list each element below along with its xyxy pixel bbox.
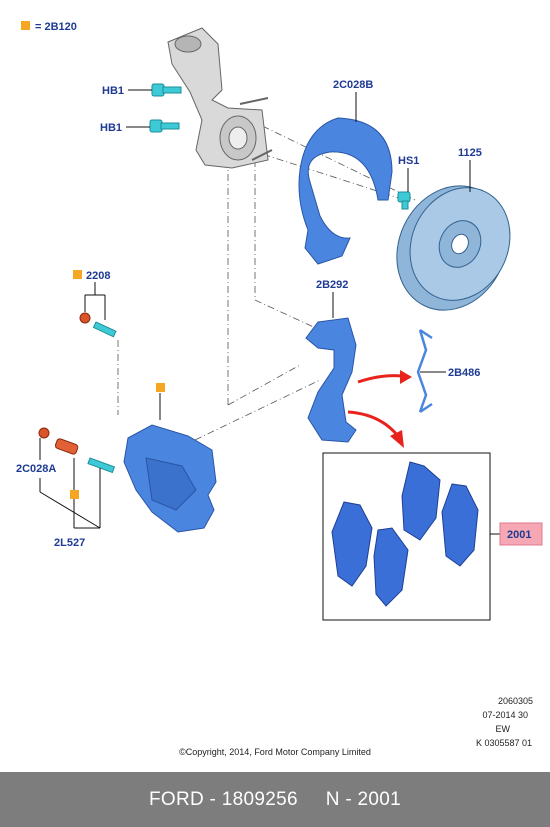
callout-disc: 1125 (458, 147, 482, 159)
brake-pad-set (331, 461, 479, 607)
caliper-detail (145, 457, 197, 511)
callout-shield: 2C028B (333, 79, 373, 91)
pads-highlight (499, 522, 543, 546)
callout-pads: 2001 (507, 529, 531, 541)
hb1-bolt-top (151, 83, 182, 97)
callout-hb1-bottom: HB1 (100, 122, 122, 134)
legend-marker (21, 21, 30, 30)
callout-pins: 2L527 (54, 537, 85, 549)
caliper-marker (156, 383, 165, 392)
callout-hs1: HS1 (398, 155, 419, 167)
pad-kit-frame (322, 452, 491, 621)
sensor-cap (79, 312, 91, 324)
info-line-3: EW (496, 724, 511, 734)
legend-text: = 2B120 (35, 21, 77, 33)
callout-bracket: 2B292 (316, 279, 348, 291)
sensor-marker (73, 270, 82, 279)
splash-shield (298, 117, 393, 265)
sensor-body (92, 321, 117, 338)
info-line-1: 2060305 (498, 696, 533, 706)
copyright-notice: ©Copyright, 2014, Ford Motor Company Lim… (179, 747, 371, 757)
brake-disc (396, 185, 511, 311)
footer-bar: FORD - 1809256 N - 2001 (0, 772, 550, 827)
arrow-to-pads (347, 410, 400, 437)
arrow-to-clip-head (400, 370, 412, 384)
hb1-bolt-bottom (149, 119, 180, 133)
callout-hb1-top: HB1 (102, 85, 124, 97)
pins-marker (70, 490, 79, 499)
callout-sensor: 2208 (86, 270, 110, 282)
guide-pin (87, 457, 116, 474)
assembly-lines (117, 119, 416, 441)
guide-boot (54, 438, 79, 455)
arrow-to-clip (357, 374, 403, 384)
hs1-screw (397, 191, 411, 210)
anti-rattle-clip (416, 328, 433, 414)
info-line-2: 07-2014 30 (482, 710, 528, 720)
footer-brand: FORD - 1809256 (148, 788, 298, 810)
footer-ref: N - 2001 (325, 788, 402, 810)
sensor-leader (84, 282, 106, 320)
info-line-4: K 0305587 01 (476, 738, 532, 748)
callout-boot: 2C028A (16, 463, 56, 475)
caliper-bracket (305, 317, 357, 443)
footer-gap (298, 789, 326, 811)
callout-clip: 2B486 (448, 367, 480, 379)
steering-knuckle (167, 27, 273, 169)
guide-boot-cap (38, 427, 50, 439)
arrow-to-pads-head (390, 430, 404, 448)
